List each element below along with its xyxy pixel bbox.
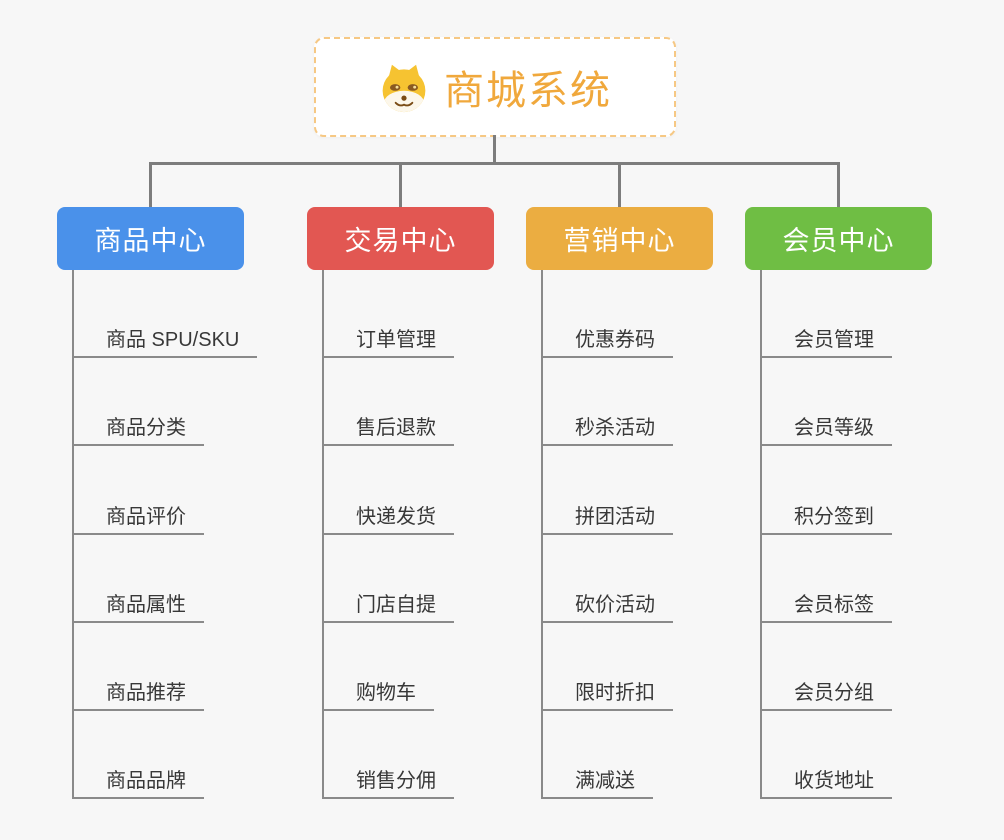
- connector-horizontal: [149, 162, 840, 165]
- branch-column: 营销中心 优惠券码秒杀活动拼团活动砍价活动限时折扣满减送: [526, 162, 713, 800]
- branch-topic[interactable]: 会员中心: [745, 207, 932, 270]
- branch-column: 交易中心 订单管理售后退款快递发货门店自提购物车销售分佣: [307, 162, 494, 800]
- leaf-topic-label: 快递发货: [356, 505, 436, 528]
- branch-column: 商品中心 商品 SPU/SKU 商品分类商品评价商品属性商品推荐商品品牌: [57, 162, 258, 800]
- leaf-topic[interactable]: 商品 SPU/SKU: [74, 270, 258, 359]
- connector-branch-vertical: [837, 162, 840, 207]
- leaf-topic-label: 会员分组: [794, 681, 874, 704]
- leaf-topic[interactable]: 销售分佣: [324, 711, 454, 800]
- leaf-topic[interactable]: 会员分组: [762, 623, 892, 711]
- branch-topic-label: 营销中心: [563, 226, 676, 256]
- leaf-topic-label: 砍价活动: [575, 593, 655, 616]
- leaf-topic[interactable]: 会员标签: [762, 535, 892, 623]
- leaf-topic[interactable]: 拼团活动: [543, 446, 673, 535]
- leaf-topic[interactable]: 购物车: [324, 623, 434, 711]
- leaf-topic-label: 满减送: [575, 770, 635, 793]
- leaf-topic[interactable]: 限时折扣: [543, 623, 673, 711]
- leaf-topic-list: 会员管理会员等级积分签到会员标签会员分组收货地址: [760, 270, 932, 800]
- branch-topic-label: 商品中心: [94, 226, 207, 256]
- leaf-topic-label: 会员等级: [794, 417, 874, 440]
- leaf-topic[interactable]: 优惠券码: [543, 270, 673, 359]
- leaf-topic-label: 秒杀活动: [575, 417, 655, 440]
- leaf-topic[interactable]: 砍价活动: [543, 535, 673, 623]
- leaf-topic[interactable]: 商品品牌: [74, 711, 204, 800]
- leaf-topic[interactable]: 商品属性: [74, 535, 204, 623]
- connector-root-vertical: [493, 135, 496, 163]
- leaf-topic[interactable]: 商品分类: [74, 358, 204, 447]
- leaf-topic-label: 限时折扣: [575, 681, 655, 704]
- branch-topic-label: 交易中心: [344, 226, 457, 256]
- branch-topic[interactable]: 商品中心: [57, 207, 244, 270]
- connector-branch-vertical: [399, 162, 402, 207]
- leaf-topic-list: 优惠券码秒杀活动拼团活动砍价活动限时折扣满减送: [541, 270, 713, 800]
- leaf-topic-list: 商品 SPU/SKU 商品分类商品评价商品属性商品推荐商品品牌: [72, 270, 258, 800]
- leaf-topic[interactable]: 门店自提: [324, 535, 454, 623]
- leaf-topic[interactable]: 会员管理: [762, 270, 892, 359]
- leaf-topic-label: 积分签到: [794, 505, 874, 528]
- leaf-topic[interactable]: 商品推荐: [74, 623, 204, 711]
- leaf-topic-list: 订单管理售后退款快递发货门店自提购物车销售分佣: [322, 270, 494, 800]
- leaf-topic-label: 商品推荐: [106, 681, 186, 704]
- leaf-topic[interactable]: 积分签到: [762, 446, 892, 535]
- leaf-topic[interactable]: 秒杀活动: [543, 358, 673, 447]
- leaf-topic[interactable]: 收货地址: [762, 711, 892, 800]
- root-topic-title: 商城系统: [444, 69, 612, 113]
- branch-column: 会员中心 会员管理会员等级积分签到会员标签会员分组收货地址: [745, 162, 932, 800]
- leaf-topic-label: 商品评价: [106, 505, 186, 528]
- leaf-topic-label: 订单管理: [356, 329, 436, 352]
- shiba-dog-icon: [382, 64, 426, 113]
- leaf-topic-label: 商品品牌: [106, 770, 186, 793]
- leaf-topic[interactable]: 售后退款: [324, 358, 454, 447]
- root-topic[interactable]: 商城系统: [314, 37, 676, 137]
- leaf-topic-label: 会员标签: [794, 593, 874, 616]
- leaf-topic[interactable]: 快递发货: [324, 446, 454, 535]
- leaf-topic-label: 拼团活动: [575, 505, 655, 528]
- connector-branch-vertical: [149, 162, 152, 207]
- leaf-topic-label: 购物车: [356, 681, 416, 704]
- leaf-topic-label: 会员管理: [794, 329, 874, 352]
- leaf-topic-label: 门店自提: [356, 593, 436, 616]
- leaf-topic[interactable]: 满减送: [543, 711, 653, 800]
- branch-topic[interactable]: 交易中心: [307, 207, 494, 270]
- leaf-topic[interactable]: 商品评价: [74, 446, 204, 535]
- branch-topic-label: 会员中心: [782, 226, 895, 256]
- leaf-topic-label: 售后退款: [356, 417, 436, 440]
- branch-topic[interactable]: 营销中心: [526, 207, 713, 270]
- leaf-topic-label: 收货地址: [794, 770, 874, 793]
- connector-branch-vertical: [618, 162, 621, 207]
- leaf-topic-label: 商品属性: [106, 593, 186, 616]
- leaf-topic-label: 优惠券码: [575, 329, 655, 352]
- leaf-topic[interactable]: 会员等级: [762, 358, 892, 447]
- leaf-topic[interactable]: 订单管理: [324, 270, 454, 359]
- leaf-topic-label: 商品分类: [106, 417, 186, 440]
- leaf-topic-label: 商品 SPU/SKU: [106, 329, 240, 352]
- leaf-topic-label: 销售分佣: [356, 770, 436, 793]
